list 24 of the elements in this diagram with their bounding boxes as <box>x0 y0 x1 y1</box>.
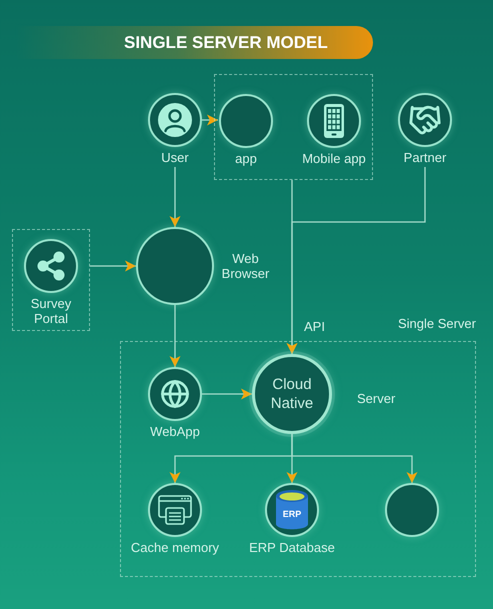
node-label: User <box>161 150 189 165</box>
arrow <box>90 260 136 272</box>
title: SINGLE SERVER MODEL <box>124 32 328 52</box>
node-label: Web Browser <box>220 251 270 281</box>
node-label: Mobile app <box>302 151 366 166</box>
node-label: ERP Database <box>249 540 335 555</box>
node-label: Survey Portal <box>30 296 72 326</box>
group-heading: Single Server <box>398 316 476 331</box>
arrow <box>170 167 180 227</box>
node-label: WebApp <box>150 424 200 439</box>
arrow <box>170 305 180 367</box>
dashed-group-frame <box>12 229 90 331</box>
node-label: Cache memory <box>130 540 220 555</box>
dashed-group-frame <box>214 74 373 180</box>
arrow <box>202 388 252 400</box>
icon-label: ERP <box>282 509 302 519</box>
node-label: Partner <box>404 150 446 165</box>
arrow <box>286 167 426 354</box>
text-label: API <box>304 319 325 334</box>
node-label: app <box>235 151 257 166</box>
arrow <box>202 114 218 126</box>
arrow <box>291 434 418 483</box>
node-label: Cloud Native <box>270 375 314 413</box>
text-label: Server <box>357 391 396 406</box>
